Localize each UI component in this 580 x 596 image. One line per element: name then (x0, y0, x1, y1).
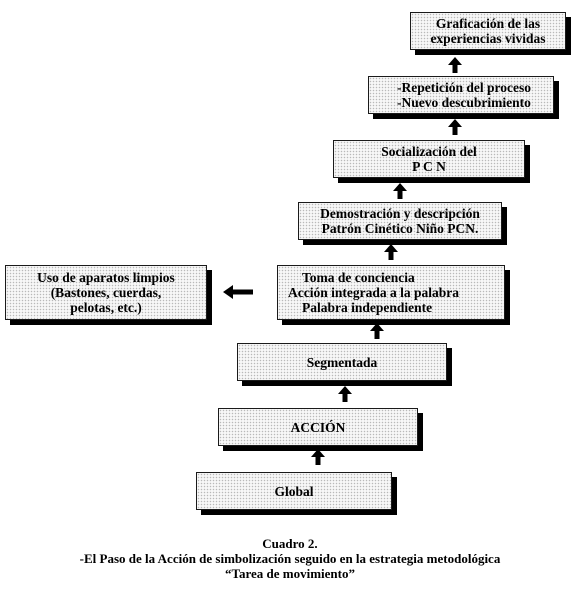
box-socializacion: Socialización del P C N (333, 140, 525, 178)
box-socializacion-line-2: P C N (412, 159, 446, 174)
box-demostracion-line-1: Demostración y descripción (320, 206, 480, 221)
arrow-up-icon (448, 57, 462, 73)
arrow-up-icon (384, 244, 398, 260)
arrow-up-icon (448, 119, 462, 135)
caption-line-2: “Tarea de movimiento” (225, 566, 355, 581)
box-toma-line-3: Palabra independiente (302, 300, 433, 315)
box-segmentada: Segmentada (237, 343, 447, 381)
box-toma-de-conciencia: Toma de conciencia Acción integrada a la… (277, 265, 505, 320)
box-uso-line-3: pelotas, etc.) (70, 300, 142, 315)
caption-line-1: -El Paso de la Acción de simbolización s… (79, 551, 501, 566)
arrow-up-icon (370, 323, 384, 339)
box-toma-line-1: Toma de conciencia (302, 270, 415, 285)
box-demostracion-line-2: Patrón Cinético Niño PCN. (321, 221, 479, 236)
box-accion-label: ACCIÓN (290, 419, 346, 435)
box-uso-line-2: (Bastones, cuerdas, (50, 285, 162, 300)
box-global-label: Global (274, 483, 314, 499)
box-repeticion-line-2: -Nuevo descubrimiento (397, 95, 531, 110)
box-socializacion-line-1: Socialización del (381, 144, 477, 159)
box-repeticion: -Repetición del proceso -Nuevo descubrim… (368, 76, 554, 114)
box-repeticion-line-1: -Repetición del proceso (397, 80, 531, 95)
box-graficacion-line-2: experiencias vividas (430, 31, 546, 46)
box-segmentada-label: Segmentada (306, 354, 378, 370)
box-demostracion: Demostración y descripción Patrón Cinéti… (298, 202, 502, 240)
box-uso-de-aparatos: Uso de aparatos limpios (Bastones, cuerd… (5, 265, 207, 320)
box-accion: ACCIÓN (218, 408, 418, 446)
arrow-up-icon (393, 183, 407, 199)
box-graficacion: Graficación de las experiencias vividas (410, 12, 566, 50)
box-graficacion-line-1: Graficación de las (435, 16, 541, 31)
box-toma-line-2: Acción integrada a la palabra (288, 285, 459, 300)
arrow-up-icon (311, 449, 325, 465)
caption-title: Cuadro 2. (262, 536, 318, 551)
box-global: Global (196, 472, 392, 510)
box-uso-line-1: Uso de aparatos limpios (37, 270, 175, 285)
arrow-up-icon (338, 386, 352, 402)
arrow-left-icon (223, 285, 253, 299)
